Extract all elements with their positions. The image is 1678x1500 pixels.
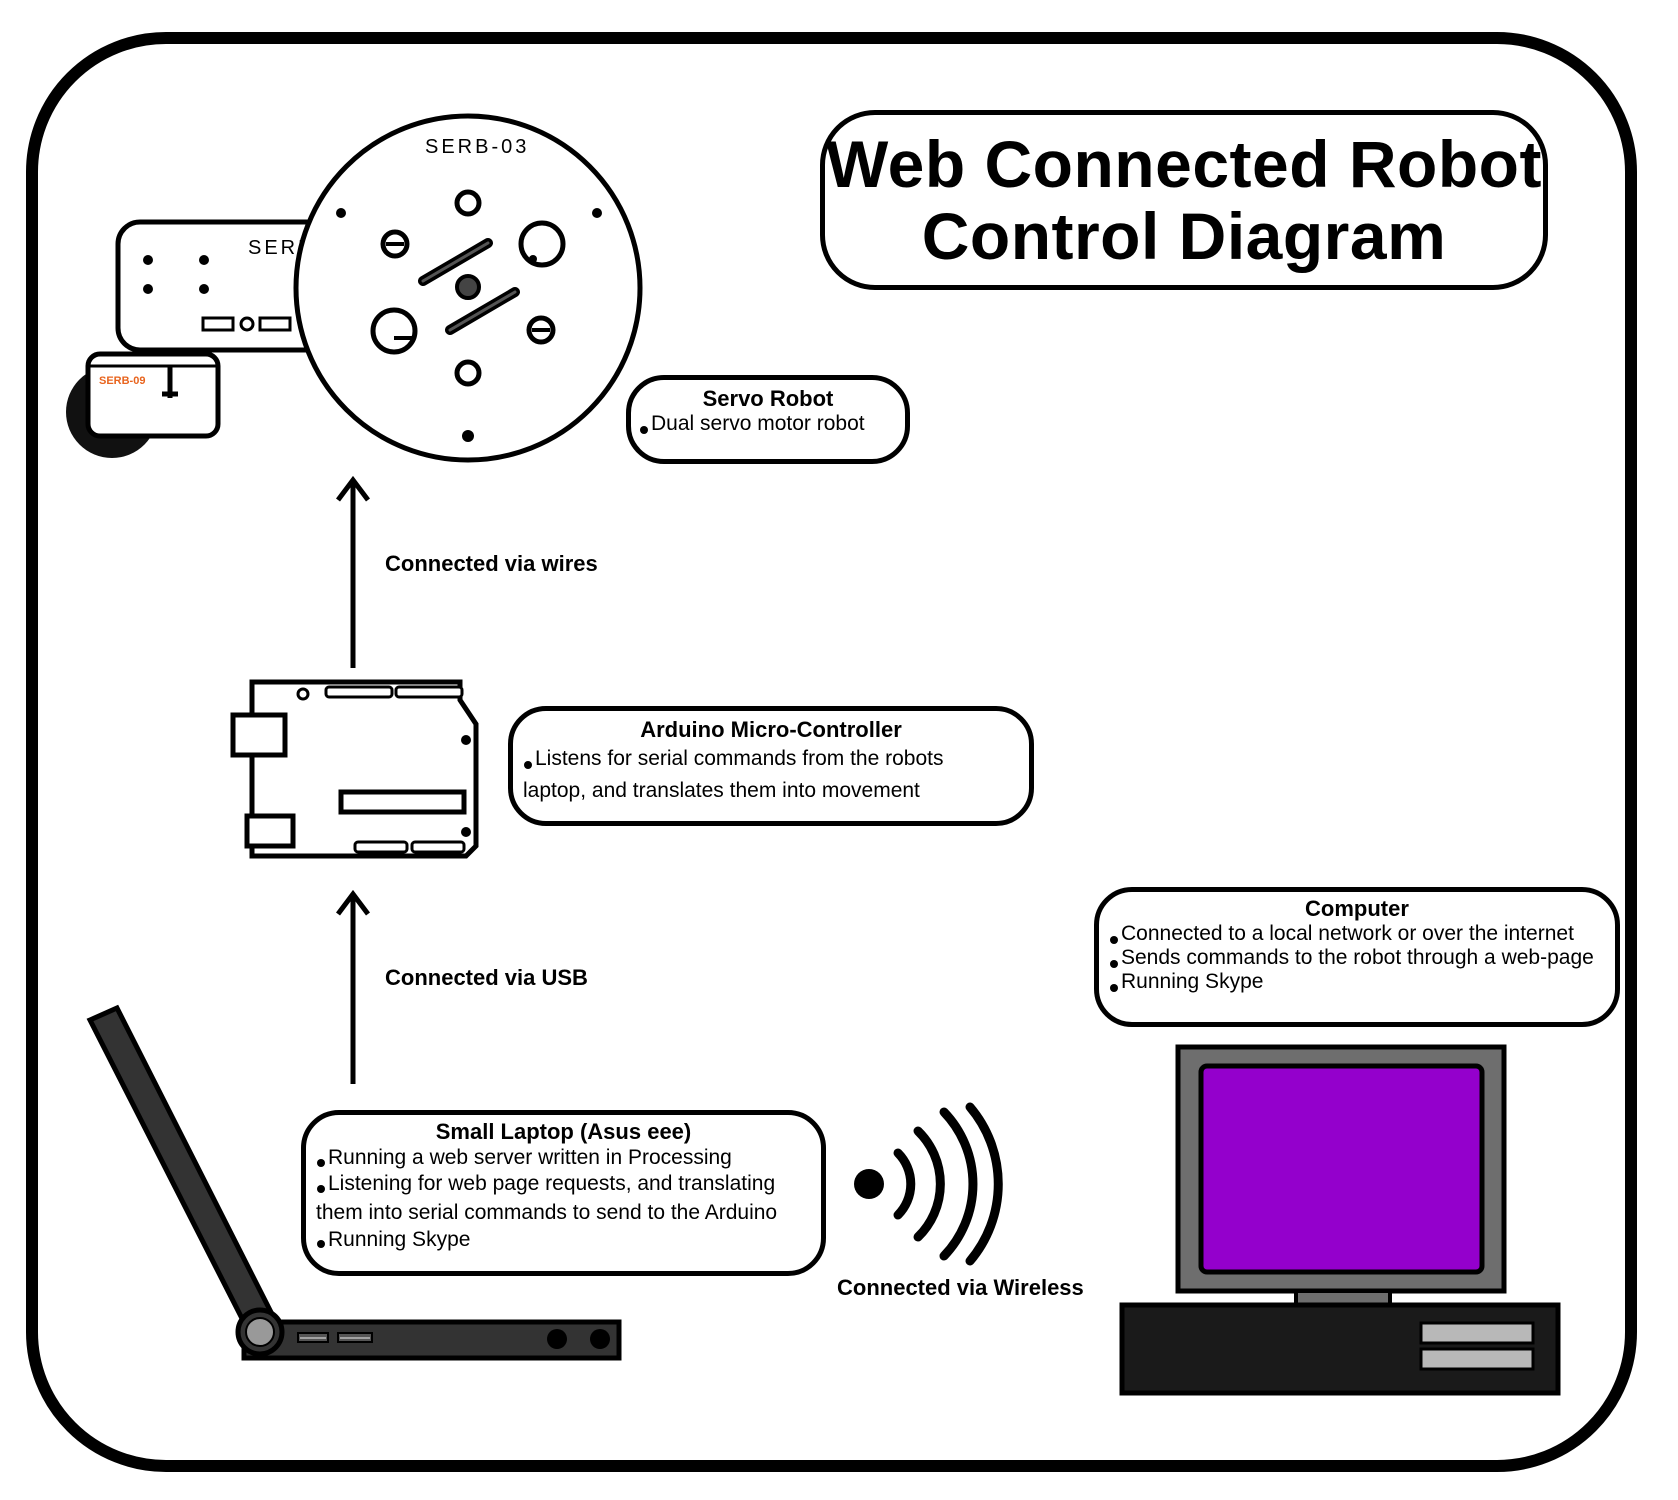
list-item: Connected to a local network or over the…	[1109, 922, 1605, 946]
list-item: laptop, and translates them into movemen…	[523, 779, 920, 802]
connection-wires-label: Connected via wires	[385, 551, 598, 576]
arduino-note-title: Arduino Micro-Controller	[640, 717, 902, 742]
servo-robot-note-title: Servo Robot	[702, 386, 834, 411]
computer-note: Computer Connected to a local network or…	[1094, 887, 1620, 1027]
list-item: Dual servo motor robot	[639, 412, 897, 436]
laptop-note: Small Laptop (Asus eee) Running a web se…	[301, 1110, 826, 1276]
list-item: Running Skype	[1109, 970, 1605, 994]
computer-note-title: Computer	[1305, 896, 1409, 921]
list-item: Running a web server written in Processi…	[316, 1145, 811, 1171]
list-item: Running Skype	[316, 1229, 811, 1251]
connection-wireless-label: Connected via Wireless	[837, 1275, 1084, 1300]
list-item: Listens for serial commands from the rob…	[523, 743, 1019, 775]
title-line-2: Control Diagram	[921, 199, 1447, 273]
laptop-note-title: Small Laptop (Asus eee)	[435, 1119, 692, 1144]
servo-robot-note: Servo Robot Dual servo motor robot	[626, 375, 910, 464]
connection-usb-label: Connected via USB	[385, 965, 588, 990]
list-item: them into serial commands to send to the…	[316, 1201, 778, 1224]
list-item: Listening for web page requests, and tra…	[316, 1171, 811, 1197]
title-box: Web Connected Robot Control Diagram	[820, 110, 1548, 290]
list-item: Sends commands to the robot through a we…	[1109, 946, 1605, 970]
arduino-note: Arduino Micro-Controller Listens for ser…	[508, 706, 1034, 826]
title-line-1: Web Connected Robot	[826, 127, 1542, 201]
